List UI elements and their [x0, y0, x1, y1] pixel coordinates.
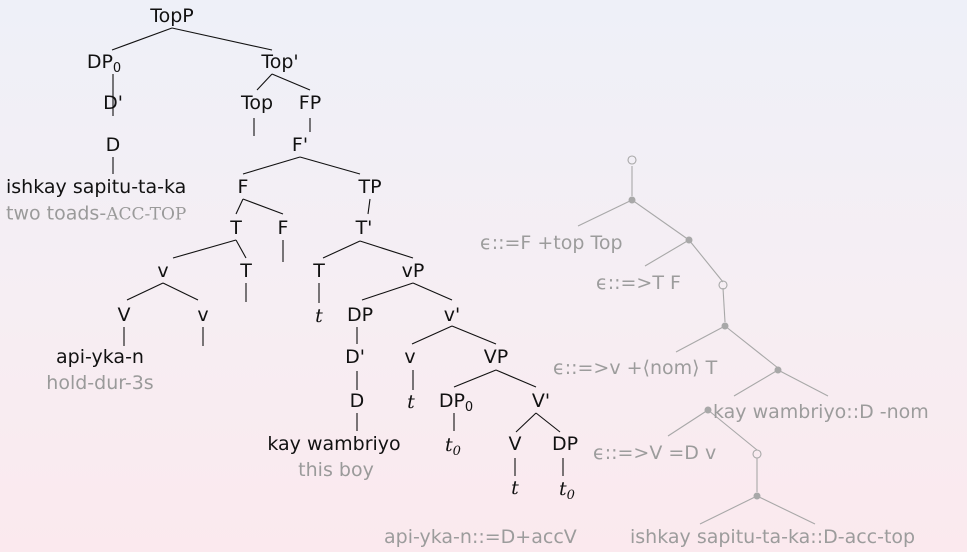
lex-eps-t-f: ϵ::=>T F — [596, 272, 681, 294]
node-dp-subject: DP — [346, 304, 374, 326]
node-fp: FP — [298, 92, 322, 114]
node-dp0-top: DP0 — [86, 51, 122, 76]
node-d-subject: D — [349, 390, 365, 412]
trace-t0-2: t0 — [559, 478, 575, 503]
node-t-bar: T' — [355, 217, 373, 239]
gloss-hold-dur-3s: hold-dur-3s — [46, 372, 154, 394]
node-vp-small: vP — [401, 260, 425, 282]
trace-t-1: t — [315, 305, 323, 327]
left-tree-edges — [111, 27, 564, 476]
node-dp0-object: DP0 — [438, 390, 474, 415]
right-tree-edges — [577, 166, 829, 525]
leaf-kay-wambriyo: kay wambriyo — [267, 433, 401, 455]
node-f-head: F — [237, 176, 249, 198]
node-f-right: F — [277, 217, 289, 239]
node-d-bar-top: D' — [103, 92, 123, 114]
lex-eps-f-top: ϵ::=F +top Top — [480, 232, 623, 254]
node-tp: TP — [358, 176, 382, 198]
leaf-ishkay-sapitu-ta-ka: ishkay sapitu-ta-ka — [6, 176, 187, 198]
node-v-small: v — [157, 260, 169, 282]
trace-t-2: t — [407, 391, 415, 413]
trace-t0-1: t0 — [445, 434, 461, 459]
right-tree-markers — [627, 155, 782, 500]
node-v-head-inner: v — [197, 304, 209, 326]
node-v-bar-big: V' — [531, 390, 551, 412]
node-d-bar-subject: D' — [345, 346, 365, 368]
node-f-bar: F' — [291, 134, 309, 156]
node-v-head-2: v — [404, 346, 416, 368]
lex-kay-wambriyo: kay wambriyo::D -nom — [713, 401, 929, 423]
node-topp: TopP — [150, 5, 194, 27]
node-t-head-inner: T — [240, 260, 252, 282]
node-vp-big: VP — [483, 346, 509, 368]
node-v-bar-small: v' — [443, 304, 461, 326]
lex-eps-v-nom-t: ϵ::=>v +⟨nom⟩ T — [553, 357, 718, 379]
gloss-this-boy: this boy — [298, 459, 374, 481]
node-v-big: V — [117, 304, 131, 326]
node-t-under-f: T — [230, 217, 242, 239]
node-dp-low: DP — [551, 433, 579, 455]
node-d-top: D — [105, 134, 121, 156]
lex-api-yka-n: api-yka-n::=D+accV — [384, 526, 577, 548]
node-t-head-trace: T — [313, 260, 325, 282]
lex-ishkay-sapitu-ta-ka: ishkay sapitu-ta-ka::D-acc-top — [630, 526, 916, 548]
node-top-head: Top — [240, 92, 274, 114]
leaf-api-yka-n: api-yka-n — [56, 346, 144, 368]
gloss-two-toads: two toads-ACC-TOP — [6, 202, 187, 225]
node-v-head-low: V — [508, 433, 522, 455]
lex-eps-v-d-v: ϵ::=>V =D v — [593, 442, 717, 464]
node-top-bar: Top' — [261, 51, 299, 73]
trace-t-3: t — [511, 477, 519, 499]
